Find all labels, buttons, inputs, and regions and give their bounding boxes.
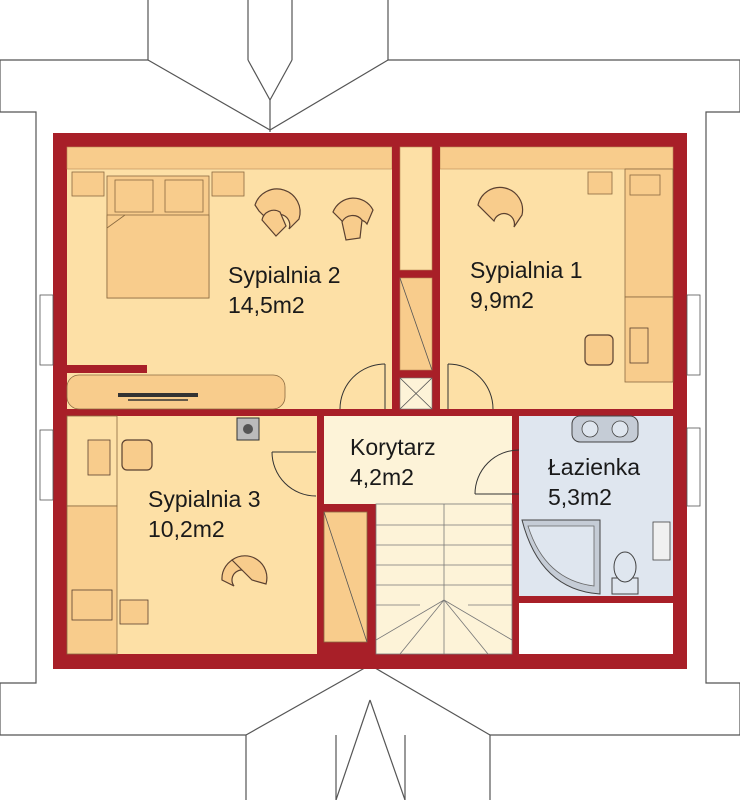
armchair-icon [254,188,374,241]
wardrobe-top-1 [439,146,674,170]
room-name: Łazienka [548,454,641,480]
toilet-icon [611,551,639,595]
room-area: 10,2m2 [148,516,225,542]
room-name: Sypialnia 2 [228,262,341,288]
room-area: 4,2m2 [350,464,414,490]
room-name: Sypialnia 3 [148,486,261,512]
vent-shaft [399,146,433,271]
room-label-sypialnia-3: Sypialnia 3 10,2m2 [148,484,261,544]
washing-machine [652,521,671,561]
room-name: Korytarz [350,434,436,460]
utility-space [519,603,673,654]
wardrobe-3 [66,505,118,655]
wardrobe-top [66,146,393,170]
room-label-sypialnia-2: Sypialnia 2 14,5m2 [228,260,341,320]
room-area: 9,9m2 [470,287,534,313]
room-label-lazienka: Łazienka 5,3m2 [548,452,640,512]
windows [39,294,701,507]
tv-icon [118,393,198,397]
room-area: 14,5m2 [228,292,305,318]
chair-icon [121,439,153,471]
room-label-korytarz: Korytarz 4,2m2 [350,432,436,492]
room-name: Sypialnia 1 [470,257,583,283]
room-area: 5,3m2 [548,484,612,510]
door-swings [271,363,520,497]
interior-walls [67,147,673,654]
nightstand-right [211,171,245,197]
staircase [375,503,513,655]
tv-stand [66,374,286,410]
armchair-icon [477,186,524,228]
room-label-sypialnia-1: Sypialnia 1 9,9m2 [470,255,583,315]
nightstand-left [71,171,105,197]
double-bed [106,175,210,299]
room-floor-korytarz [324,416,512,504]
chair-icon [584,334,614,366]
